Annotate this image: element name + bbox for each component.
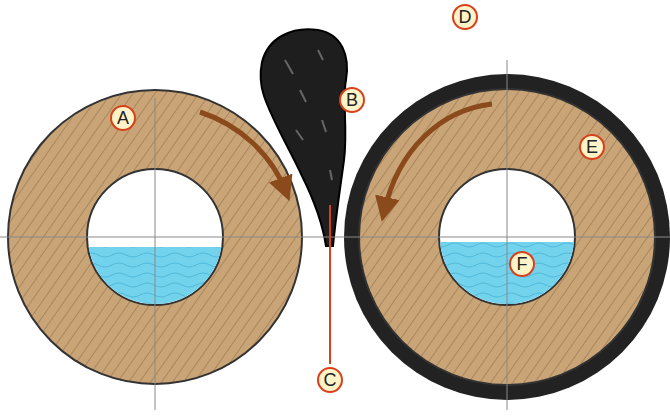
callout-letter: B [339, 87, 365, 113]
center-lines [0, 60, 670, 410]
callout-letter: A [110, 105, 136, 131]
rotation-arrow [200, 112, 286, 192]
callout-letter: D [452, 4, 478, 30]
callout-letter: F [509, 251, 535, 277]
callout-letter: E [579, 134, 605, 160]
leader-line [329, 205, 331, 364]
rotation-arrow [384, 104, 492, 212]
material-lump [261, 29, 347, 246]
callout-letter: C [317, 367, 343, 393]
